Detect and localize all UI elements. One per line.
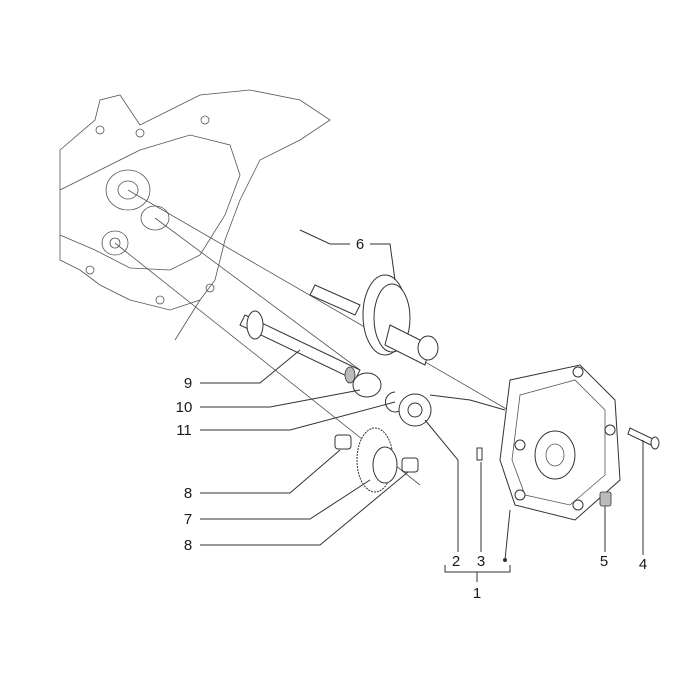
part-2-bearing [398, 393, 432, 427]
leader-lines [200, 229, 644, 582]
part-9-drive-shaft [239, 310, 361, 384]
callout-11[interactable]: 11 [176, 422, 192, 439]
crankcase [59, 89, 331, 311]
callout-1[interactable]: 1 [473, 585, 481, 602]
callout-8-upper[interactable]: 8 [184, 485, 192, 502]
callout-5[interactable]: 5 [600, 553, 608, 570]
part-8-bush-lower [401, 457, 419, 473]
callout-4[interactable]: 4 [639, 556, 647, 573]
callout-3[interactable]: 3 [477, 553, 485, 570]
part-10-ring [352, 372, 382, 398]
callout-10[interactable]: 10 [176, 399, 193, 416]
callout-9[interactable]: 9 [184, 375, 192, 392]
part-7-intermediate-gear [356, 427, 398, 493]
callout-8-lower[interactable]: 8 [184, 537, 192, 554]
part-1-gear-cover [499, 364, 621, 521]
part-6-driven-shaft [309, 274, 439, 366]
part-3-pin [476, 447, 483, 461]
callout-2[interactable]: 2 [452, 553, 460, 570]
part-5-dowel [599, 491, 612, 507]
part-4-screw [627, 427, 660, 450]
callout-7[interactable]: 7 [184, 511, 192, 528]
callout-6[interactable]: 6 [356, 236, 364, 253]
part-8-bush-upper [334, 434, 352, 450]
